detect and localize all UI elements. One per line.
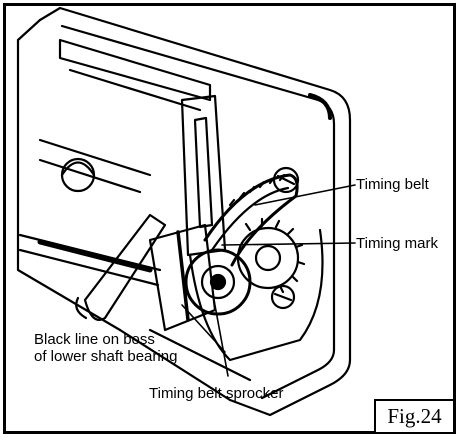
upper-rib [58, 38, 212, 102]
figure-number: Fig.24 [374, 399, 455, 434]
sprocket-housing [188, 228, 324, 362]
left-boss-ring [60, 161, 96, 177]
casing-corner [308, 93, 332, 120]
upper-screw [272, 166, 300, 194]
upper-screw-slot [276, 174, 296, 186]
leader-sprocket [213, 299, 229, 377]
mid-rib [38, 138, 152, 194]
timing-gear-hub [254, 244, 282, 272]
sprocket-outer [184, 248, 252, 316]
black-line-mark [176, 230, 190, 322]
black-line-label-2: of lower shaft bearing [34, 348, 178, 365]
lower-screw-slot [273, 292, 293, 302]
lever-arm [83, 213, 167, 321]
black-line-label-1: Black line on boss [34, 331, 155, 348]
timing-gear-teeth [244, 217, 306, 294]
casing-outline [38, 6, 352, 417]
sprocket-hub [209, 273, 227, 291]
leader-timing-mark [221, 242, 356, 246]
bearing-boss [148, 223, 217, 332]
lever-tip [75, 296, 88, 320]
timing-mark-label: Timing mark [356, 235, 438, 252]
leader-black-line [181, 304, 226, 353]
timing-belt-label: Timing belt [356, 176, 429, 193]
lower-edge [118, 328, 252, 402]
figure-frame [3, 3, 456, 434]
casing-left-edge [16, 18, 122, 332]
bracket [180, 94, 227, 257]
sprocket-label: Timing belt sprocker [149, 385, 284, 402]
sprocket-inner [200, 264, 236, 300]
timing-gear [236, 226, 300, 290]
leader-timing-belt [254, 184, 356, 206]
shaft-dark [37, 239, 153, 273]
bracket-slot [193, 116, 214, 229]
belt-teeth [228, 173, 286, 207]
upper-rib-line [68, 68, 202, 112]
lower-screw [270, 284, 296, 310]
